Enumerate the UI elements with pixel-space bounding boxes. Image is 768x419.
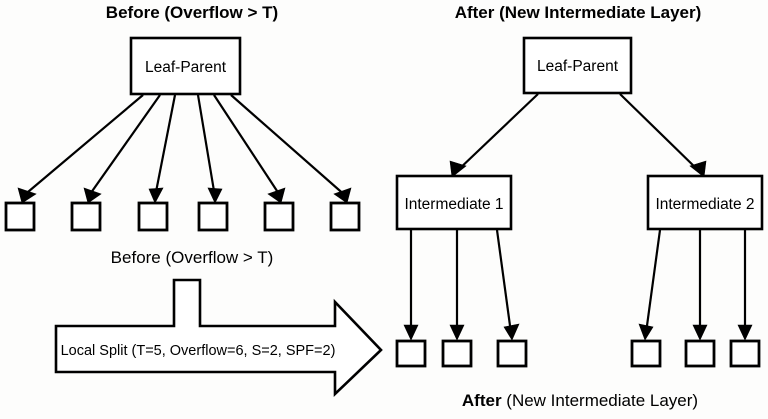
before-arrowhead-5 [267,187,286,204]
local-split-label: Local Split (T=5, Overflow=6, S=2, SPF=2… [61,343,336,359]
after-panel-caption: After (New Intermediate Layer) [462,391,698,410]
before-panel: Before (Overflow > T) Leaf-Parent [4,3,361,267]
after-edge-i1-l3 [495,229,513,334]
before-leaf-box-1[interactable] [4,201,36,232]
after-right-leaf-box-2[interactable] [684,339,716,368]
before-leaf-box-6[interactable] [329,201,361,232]
after-edge-root-int2 [619,93,701,173]
after-panel: After (New Intermediate Layer) Leaf-Pare… [395,3,764,410]
before-leaf-row [4,201,361,232]
after-arrowhead-r1 [638,323,654,341]
before-panel-caption: Before (Overflow > T) [111,248,274,267]
after-left-leaf-row [395,339,528,368]
before-edge-2 [87,94,161,198]
after-arrowhead-r3 [737,324,753,341]
intermediate-2-label: Intermediate 2 [655,196,754,213]
after-right-leaf-row [630,339,761,368]
after-left-leaf-edges [403,229,520,341]
before-root-label: Leaf-Parent [145,59,227,76]
after-arrowhead-int1 [449,160,467,178]
before-arrowhead-4 [207,187,223,204]
after-root-box[interactable] [522,36,633,95]
after-arrowhead-l3 [503,323,520,341]
after-right-leaf-edges [638,229,753,341]
before-panel-title: Before (Overflow > T) [106,3,278,22]
after-root-edges [449,93,707,178]
after-arrowhead-l1 [403,324,419,341]
after-panel-title: After (New Intermediate Layer) [455,3,702,22]
intermediate-1-box[interactable] [395,174,513,231]
local-split-transform-arrow[interactable]: Local Split (T=5, Overflow=6, S=2, SPF=2… [54,278,383,398]
after-left-leaf-box-2[interactable] [441,339,473,368]
before-arrowhead-1 [17,187,37,204]
intermediate-2-box[interactable] [646,174,764,231]
after-right-leaf-box-3[interactable] [729,339,761,368]
intermediate-node-1[interactable]: Intermediate 1 [395,174,513,231]
before-edge-1 [21,94,144,198]
after-caption-rest: (New Intermediate Layer) [502,391,699,410]
after-edge-root-int1 [455,93,539,173]
before-root-box[interactable] [129,36,242,96]
before-arrowhead-3 [148,187,164,204]
before-edge-4 [196,94,217,198]
after-edge-i2-l1 [644,229,662,334]
before-leaf-box-4[interactable] [197,201,229,232]
before-leaf-box-2[interactable] [70,201,102,232]
after-arrowhead-l2 [449,324,465,341]
after-left-leaf-box-3[interactable] [496,339,528,368]
before-leaf-box-5[interactable] [263,201,295,232]
after-root-label: Leaf-Parent [537,58,619,75]
after-root-node[interactable]: Leaf-Parent [522,36,633,95]
after-right-leaf-box-1[interactable] [630,339,662,368]
before-edge-5 [213,94,282,198]
after-arrowhead-r2 [692,324,708,341]
before-root-node[interactable]: Leaf-Parent [129,36,242,96]
intermediate-node-2[interactable]: Intermediate 2 [646,174,764,231]
after-arrowhead-int2 [689,160,707,178]
before-edge-6 [230,94,348,198]
after-left-leaf-box-1[interactable] [395,339,427,368]
intermediate-1-label: Intermediate 1 [404,196,503,213]
before-edges [17,94,352,204]
after-caption-bold: After [462,391,502,410]
before-edge-3 [153,94,177,198]
block-arrow-shape[interactable] [54,278,383,398]
before-arrowhead-6 [333,187,352,204]
before-arrowhead-2 [83,187,102,204]
before-leaf-box-3[interactable] [137,201,169,232]
